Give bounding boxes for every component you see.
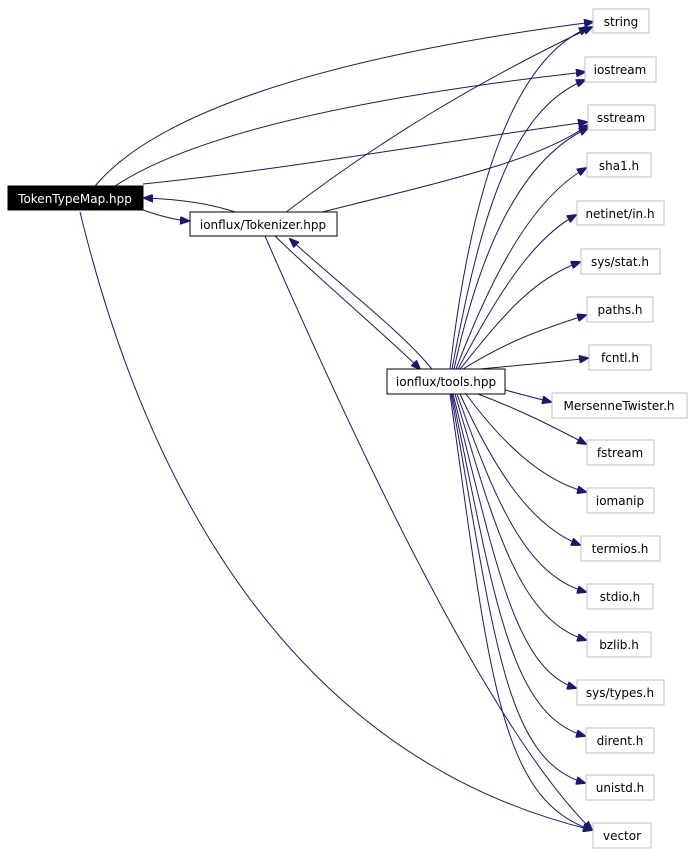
node-stdio[interactable]: stdio.h <box>586 583 654 610</box>
node-mersenne[interactable]: MersenneTwister.h <box>551 392 688 419</box>
node-fcntl[interactable]: fcntl.h <box>588 344 652 371</box>
node-label: iomanip <box>596 494 644 508</box>
node-vector[interactable]: vector <box>592 822 652 849</box>
edge-tokenizer-vector <box>264 235 592 830</box>
edge-tools-iomanip <box>465 393 586 492</box>
edge-tokenizer-main <box>144 198 239 214</box>
edge-tools-fcntl <box>479 358 588 370</box>
node-label: sys/types.h <box>586 686 654 700</box>
node-iomanip[interactable]: iomanip <box>586 487 655 514</box>
node-label: dirent.h <box>597 734 644 748</box>
node-label: unistd.h <box>596 781 645 795</box>
edge-main-tokenizer <box>142 209 189 221</box>
node-sysstat[interactable]: sys/stat.h <box>580 248 661 275</box>
edge-tools-vector <box>449 393 592 830</box>
edge-tools-sysstat <box>459 262 580 370</box>
node-label: termios.h <box>592 542 649 556</box>
edge-tools-tokenizer <box>290 239 433 370</box>
node-label: ionflux/tools.hpp <box>396 375 496 389</box>
edge-tools-unistd <box>450 393 585 783</box>
edge-tools-netinet <box>457 215 576 370</box>
node-string[interactable]: string <box>592 8 650 34</box>
edges <box>79 22 593 830</box>
node-tools[interactable]: ionflux/tools.hpp <box>386 368 506 395</box>
edge-tools-mersenne <box>504 389 551 402</box>
edge-tools-termios <box>459 393 580 545</box>
edge-tools-paths <box>462 315 586 370</box>
node-systypes[interactable]: sys/types.h <box>576 679 665 706</box>
node-label: fstream <box>597 446 643 460</box>
node-label: TokenTypeMap.hpp <box>17 192 132 206</box>
edge-main-sstream <box>142 122 587 185</box>
edge-tools-stdio <box>456 393 586 592</box>
node-label: fcntl.h <box>601 351 639 365</box>
node-label: netinet/in.h <box>585 207 654 221</box>
node-label: sha1.h <box>599 159 639 173</box>
edge-tools-sstream <box>453 128 588 370</box>
node-paths[interactable]: paths.h <box>586 296 654 323</box>
edge-tokenizer-sstream <box>317 125 588 214</box>
edge-tools-iostream <box>451 80 585 370</box>
node-tokentypemap[interactable]: TokenTypeMap.hpp <box>7 185 144 211</box>
node-label: paths.h <box>598 303 643 317</box>
node-label: bzlib.h <box>599 638 639 652</box>
node-label: stdio.h <box>600 590 640 604</box>
node-label: sstream <box>597 111 645 125</box>
node-sstream[interactable]: sstream <box>587 104 656 131</box>
edge-tools-systypes <box>452 393 576 688</box>
node-label: ionflux/Tokenizer.hpp <box>200 218 326 232</box>
node-bzlib[interactable]: bzlib.h <box>586 631 652 658</box>
edge-tokenizer-tools <box>274 235 420 369</box>
node-unistd[interactable]: unistd.h <box>585 774 655 801</box>
node-dirent[interactable]: dirent.h <box>585 727 655 754</box>
edge-main-string <box>94 22 593 187</box>
edge-tools-bzlib <box>454 393 586 640</box>
node-termios[interactable]: termios.h <box>580 535 661 562</box>
edge-tools-sha1 <box>455 168 586 370</box>
edge-tools-fstream <box>477 393 586 444</box>
node-label: vector <box>603 829 641 843</box>
node-label: iostream <box>594 63 647 77</box>
edge-main-iostream <box>114 72 585 187</box>
node-iostream[interactable]: iostream <box>584 56 657 83</box>
node-netinet[interactable]: netinet/in.h <box>576 200 665 226</box>
node-tokenizer[interactable]: ionflux/Tokenizer.hpp <box>189 211 338 237</box>
edge-tools-string <box>449 28 588 370</box>
node-label: MersenneTwister.h <box>564 399 675 413</box>
edge-main-vector <box>79 211 592 830</box>
node-sha1[interactable]: sha1.h <box>586 152 652 178</box>
node-label: string <box>604 15 638 29</box>
edge-tools-dirent <box>451 393 585 736</box>
edge-tokenizer-string <box>284 27 592 214</box>
node-label: sys/stat.h <box>591 255 649 269</box>
node-fstream[interactable]: fstream <box>586 439 655 466</box>
